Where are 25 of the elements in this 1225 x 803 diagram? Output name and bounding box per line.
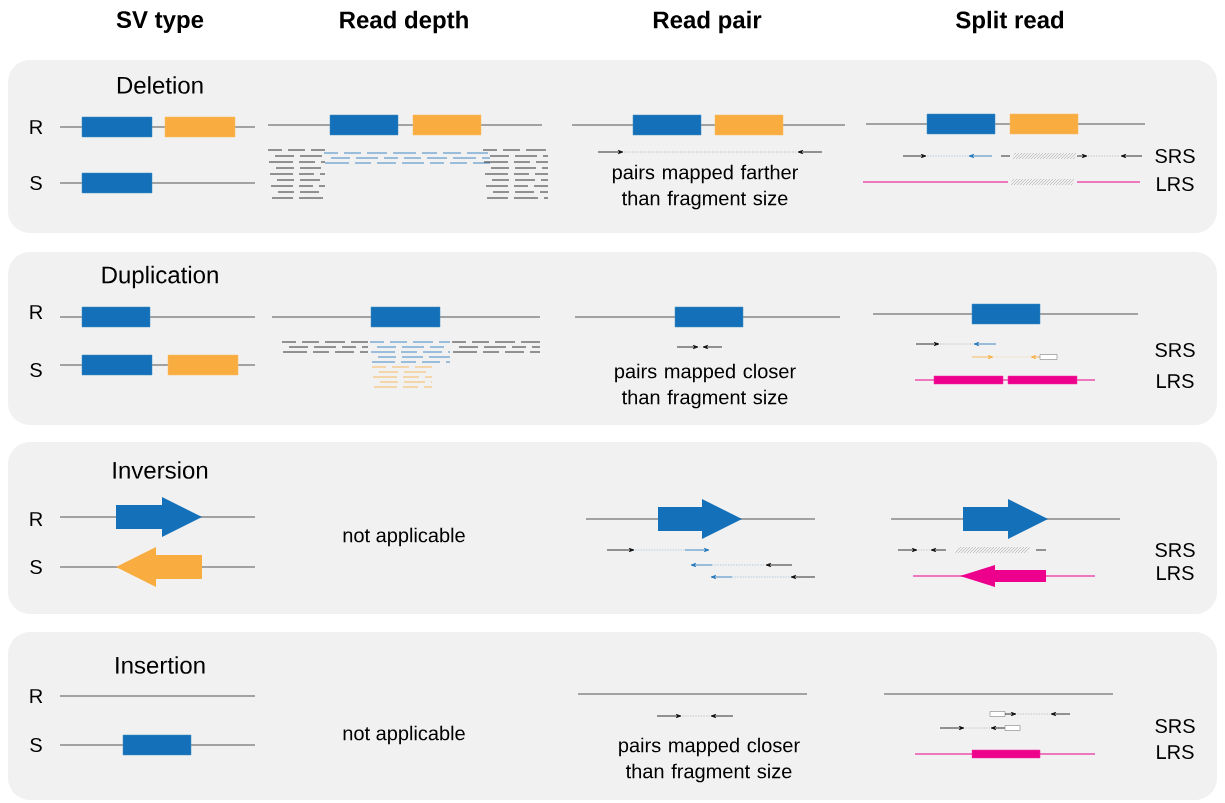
caption: pairs mapped farther than fragment size xyxy=(612,164,798,210)
read-type-label: SRS xyxy=(1155,542,1195,558)
column-heading: Read pair xyxy=(653,10,762,34)
track-label: R xyxy=(30,512,43,526)
read-type-label: LRS xyxy=(1157,176,1194,192)
column-heading: Read depth xyxy=(340,10,468,34)
track-label: S xyxy=(30,175,42,191)
track-label: S xyxy=(30,362,42,378)
track-label: R xyxy=(30,120,43,134)
read-type-label: SRS xyxy=(1155,718,1195,734)
column-heading: SV type xyxy=(116,11,204,33)
caption: pairs mapped closer than fragment size xyxy=(619,737,800,783)
track-label: R xyxy=(30,305,43,319)
caption: pairs mapped closer than fragment size xyxy=(615,363,796,409)
track-label: S xyxy=(30,559,42,575)
track-label: R xyxy=(30,689,43,703)
read-type-label: LRS xyxy=(1157,373,1194,389)
read-type-label: LRS xyxy=(1157,744,1194,760)
read-type-label: LRS xyxy=(1157,565,1194,581)
caption: not applicable xyxy=(343,725,465,745)
read-type-label: SRS xyxy=(1155,342,1195,358)
read-type-label: SRS xyxy=(1155,148,1195,164)
track-label: S xyxy=(30,737,42,753)
caption: not applicable xyxy=(343,527,465,547)
column-heading: Split read xyxy=(956,10,1064,34)
